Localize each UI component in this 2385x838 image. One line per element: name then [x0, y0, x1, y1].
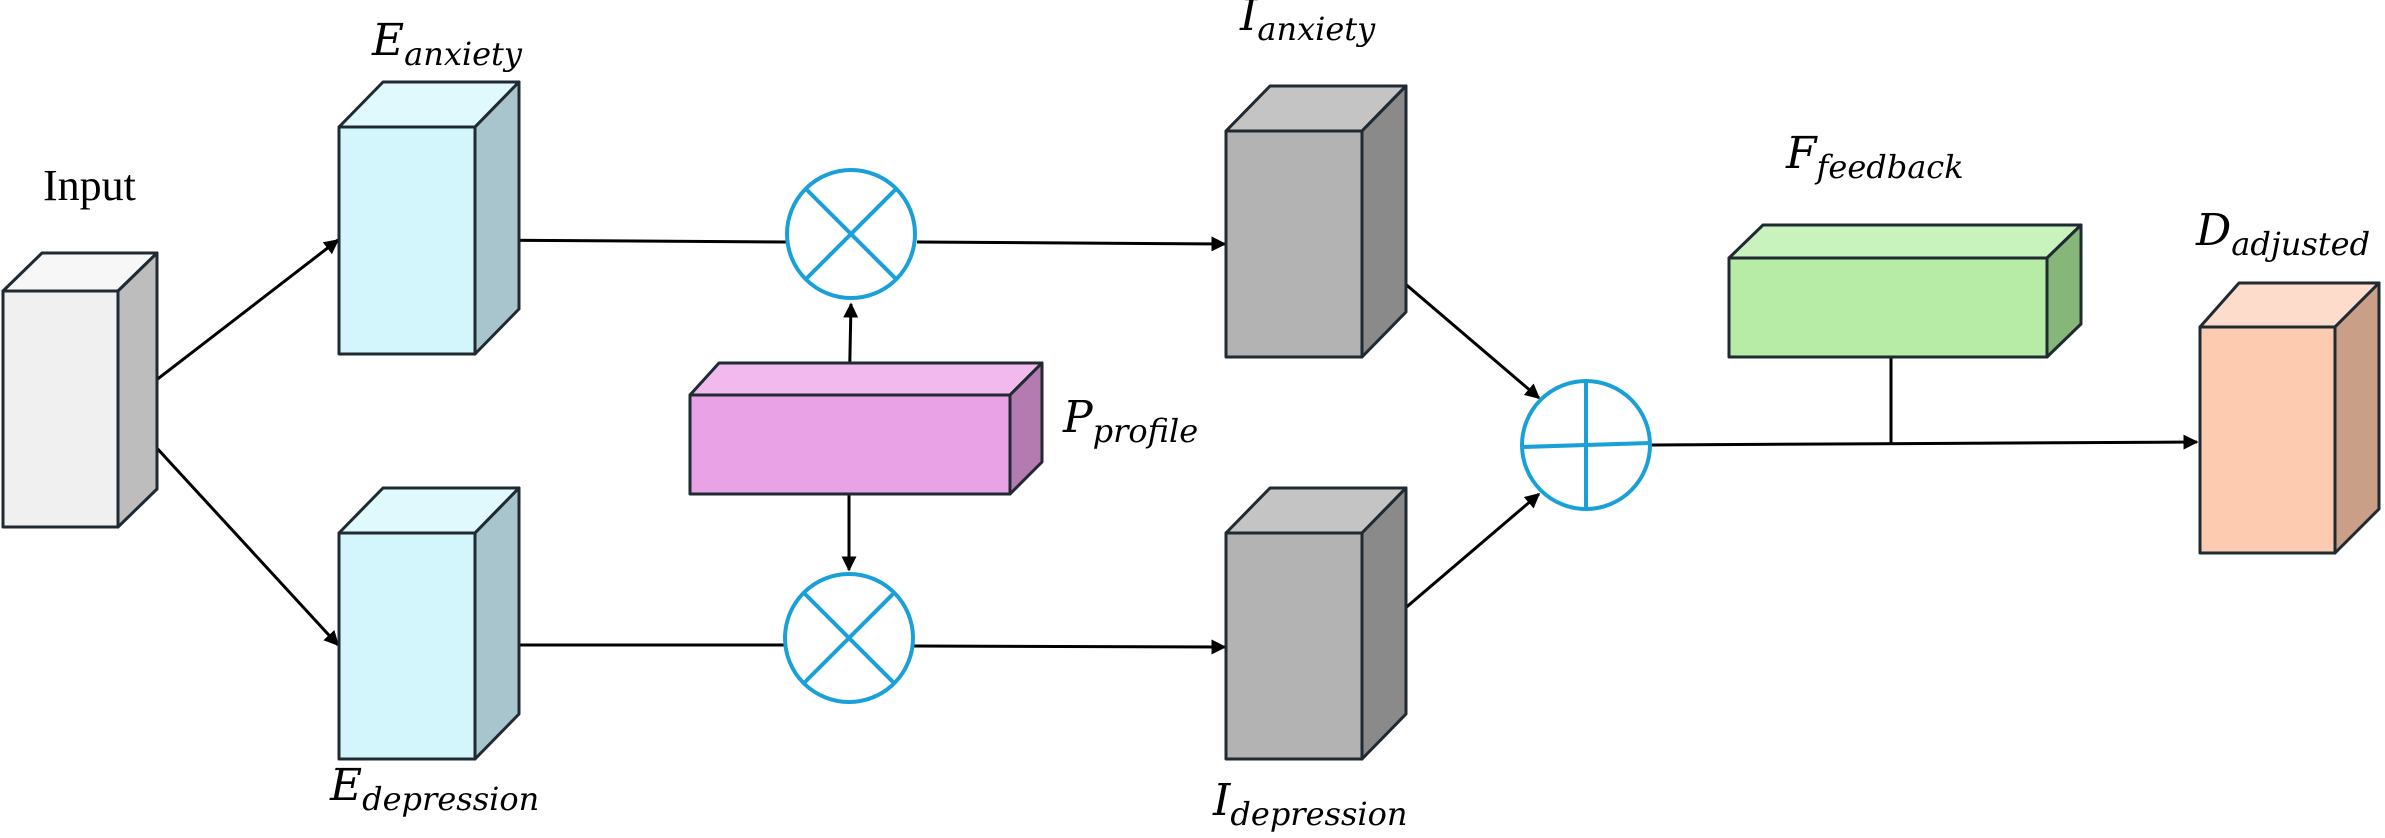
multiply-icon-stroke-2 [804, 187, 898, 281]
p-profile-block-top [688, 361, 1044, 397]
d-adjusted-block [2198, 281, 2381, 555]
i-anxiety-block-front [1224, 129, 1364, 359]
f-feedback-block-top [1727, 223, 2083, 260]
f-feedback-block [1727, 223, 2083, 359]
add-operator [1520, 379, 1652, 511]
e-depression-block [337, 486, 521, 761]
input-label: Input [43, 161, 136, 210]
e-anxiety-block-front [337, 125, 477, 356]
multiply-operator-bottom [783, 572, 915, 704]
d-adjusted-block-front [2198, 325, 2337, 555]
i-depression-label: Idepression [1212, 775, 1407, 833]
p-profile-label: Pprofile [1062, 392, 1198, 450]
edge-e-anxiety-to-mult-top [475, 238, 788, 244]
i-depression-block-side [1360, 486, 1408, 761]
i-anxiety-block-side [1360, 84, 1408, 359]
e-anxiety-block-side [473, 80, 521, 356]
e-depression-block-side [473, 486, 521, 761]
plus-icon-stroke-2 [1521, 441, 1651, 449]
input-block-side [116, 251, 159, 529]
d-adjusted-label: Dadjusted [2195, 205, 2370, 263]
f-feedback-label: Ffeedback [1785, 128, 1964, 186]
i-anxiety-label: Ianxiety [1239, 0, 1376, 48]
f-feedback-block-front [1727, 256, 2049, 359]
e-anxiety-label: Eanxiety [371, 15, 523, 73]
d-adjusted-block-side [2333, 281, 2381, 555]
i-depression-block-front [1224, 531, 1364, 761]
edge-mult-top-to-i-anxiety [916, 236, 1227, 252]
input-block-front [1, 289, 120, 529]
multiply-operator-top [785, 168, 917, 300]
e-depression-label: Edepression [329, 760, 539, 818]
edge-mult-bottom-to-i-depression [913, 639, 1227, 655]
multiply-icon-stroke-2 [802, 591, 896, 685]
input-block [1, 251, 159, 529]
i-depression-block [1224, 486, 1408, 761]
edge-add-to-d-adjusted [1650, 434, 2199, 450]
p-profile-block-front [688, 393, 1012, 496]
e-depression-block-front [337, 531, 477, 761]
p-profile-block [688, 361, 1044, 496]
i-anxiety-block [1224, 84, 1408, 359]
e-anxiety-block [337, 80, 521, 356]
